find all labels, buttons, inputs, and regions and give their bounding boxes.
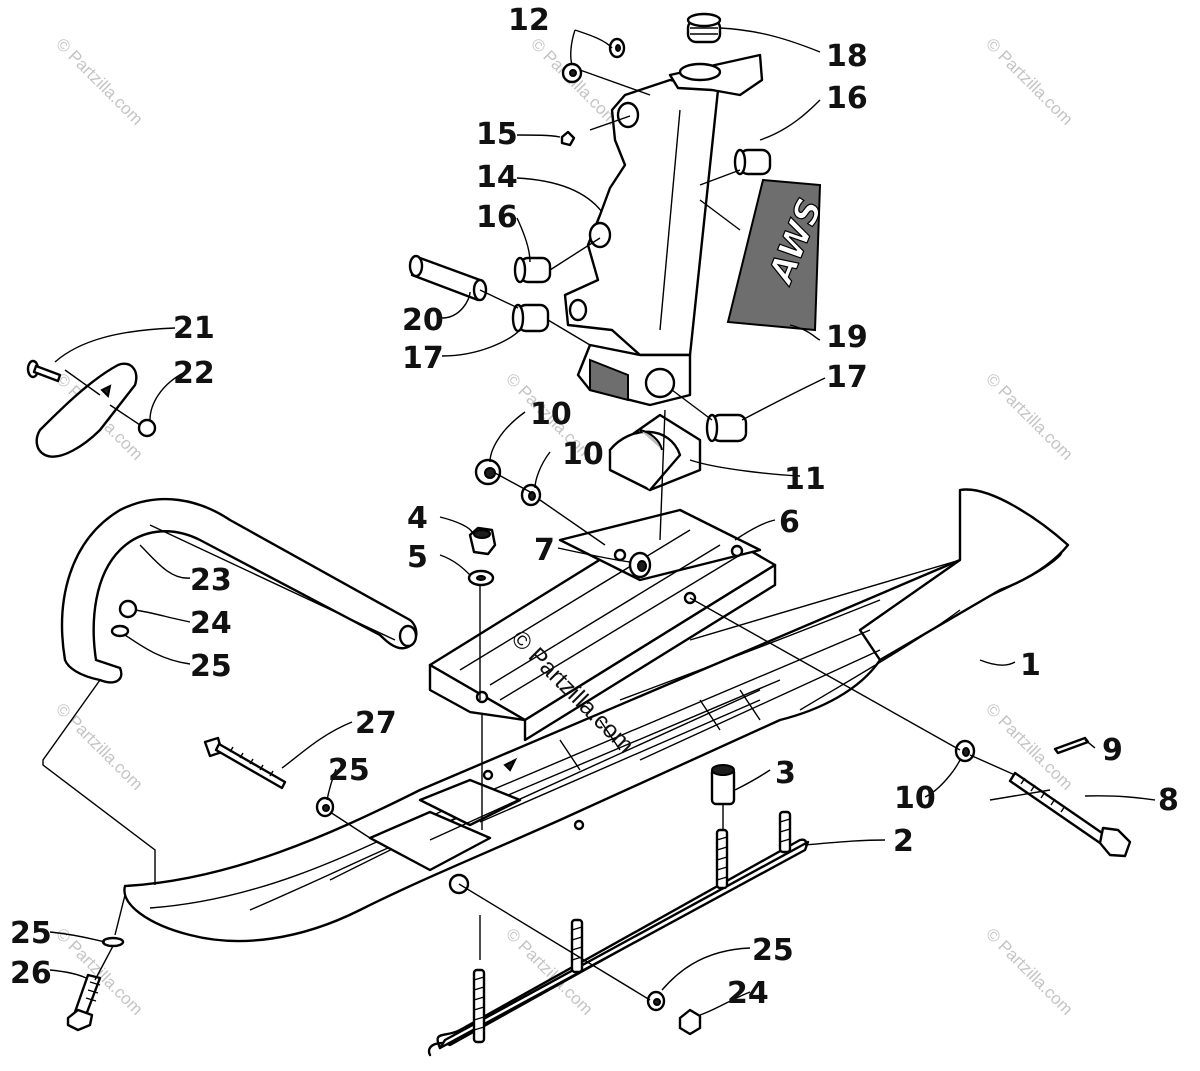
- watermark-text: © Partzilla.com: [982, 34, 1076, 128]
- bolt-part-8: [1008, 771, 1132, 858]
- callout-25-bottom: 25: [752, 933, 794, 968]
- screw-part-21: [26, 359, 62, 383]
- callout-3: 3: [775, 756, 796, 791]
- spacer-part-3: [710, 764, 736, 806]
- callout-15: 15: [476, 117, 518, 152]
- watermark-text: © Partzilla.com: [982, 924, 1076, 1018]
- washer-part-25-bottom: [646, 990, 666, 1012]
- nut-part-4: [468, 526, 497, 556]
- washer-part-25-upper: [110, 624, 130, 638]
- bushing-part-17-upper: [511, 303, 550, 333]
- callout-11: 10: [530, 397, 572, 432]
- callout-26: 26: [10, 956, 52, 991]
- bolt-part-27: [203, 736, 287, 790]
- watermark-text: © Partzilla.com: [52, 34, 146, 128]
- watermark-text: © Partzilla.com: [52, 699, 146, 793]
- ski-saddle: [428, 508, 777, 742]
- grease-fitting-part-15: [560, 130, 576, 147]
- nut-part-24-bottom: [678, 1008, 702, 1036]
- bushing-part-16-lower: [513, 256, 552, 284]
- washer-part-10-lower: [954, 739, 976, 763]
- callout-27: 27: [355, 706, 397, 741]
- sleeve-part-18: [408, 254, 488, 302]
- callout-17-right: 17: [826, 360, 868, 395]
- decal-part-20: AWS: [726, 178, 831, 332]
- callout-2: 2: [893, 824, 914, 859]
- callout-13: 14: [476, 160, 518, 195]
- callout-4: 4: [407, 501, 428, 536]
- nut-part-14-lower: [561, 62, 583, 84]
- callout-19: 18: [826, 39, 868, 74]
- bushing-part-16-upper: [733, 148, 772, 176]
- callout-10-bottom: 10: [894, 781, 936, 816]
- callout-24-left: 24: [190, 606, 232, 641]
- callout-1: 1: [1020, 648, 1041, 683]
- washer-part-25-left: [101, 936, 125, 948]
- cotter-pin-part-9: [1053, 736, 1090, 755]
- callout-21: 21: [173, 311, 215, 346]
- nut-part-11: [474, 458, 502, 486]
- nut-part-24-upper: [118, 599, 138, 619]
- callout-25-mid: 25: [328, 753, 370, 788]
- bumper-part-12: [608, 413, 702, 492]
- callout-labels: 12 18 16 15 14 16 20 19 17 17 21 22 10 1…: [10, 3, 1179, 1011]
- washer-part-25-mid: [315, 796, 335, 818]
- callout-18: 20: [402, 303, 444, 338]
- washer-part-14-upper: [608, 37, 626, 59]
- callout-leaders: [49, 27, 1156, 1016]
- callout-16-top: 16: [826, 81, 868, 116]
- callout-20: 19: [826, 320, 868, 355]
- callout-14-top: 12: [508, 3, 550, 38]
- washer-part-5: [467, 569, 495, 587]
- ski-body: [123, 488, 1070, 943]
- callout-23: 23: [190, 563, 232, 598]
- bushing-part-17-lower: [705, 413, 748, 443]
- callout-5: 5: [407, 540, 428, 575]
- callout-10-top: 10: [562, 437, 604, 472]
- cap-part-19: [686, 12, 722, 44]
- wear-bar: [427, 810, 810, 1057]
- watermark-text: © Partzilla.com: [982, 369, 1076, 463]
- assembly-lines: [42, 69, 1051, 1001]
- bolt-part-26: [66, 973, 102, 1032]
- callout-22: 22: [173, 356, 215, 391]
- callout-25-low-left: 25: [10, 916, 52, 951]
- ski-loop-part-23: [60, 497, 418, 684]
- callout-7: 7: [534, 533, 555, 568]
- bracket-part-21: [35, 362, 138, 458]
- callout-9: 9: [1102, 733, 1123, 768]
- spindle-part-13: [563, 53, 764, 407]
- callout-17-left: 17: [402, 341, 444, 376]
- callout-25-left: 25: [190, 649, 232, 684]
- callout-16-mid: 16: [476, 200, 518, 235]
- washer-part-10-upper: [520, 483, 542, 507]
- callout-24-bottom: 24: [727, 976, 769, 1011]
- callout-12: 11: [784, 462, 826, 497]
- nut-part-22: [137, 418, 157, 438]
- callout-8: 8: [1158, 783, 1179, 818]
- callout-6: 6: [779, 505, 800, 540]
- washer-part-7: [628, 551, 652, 579]
